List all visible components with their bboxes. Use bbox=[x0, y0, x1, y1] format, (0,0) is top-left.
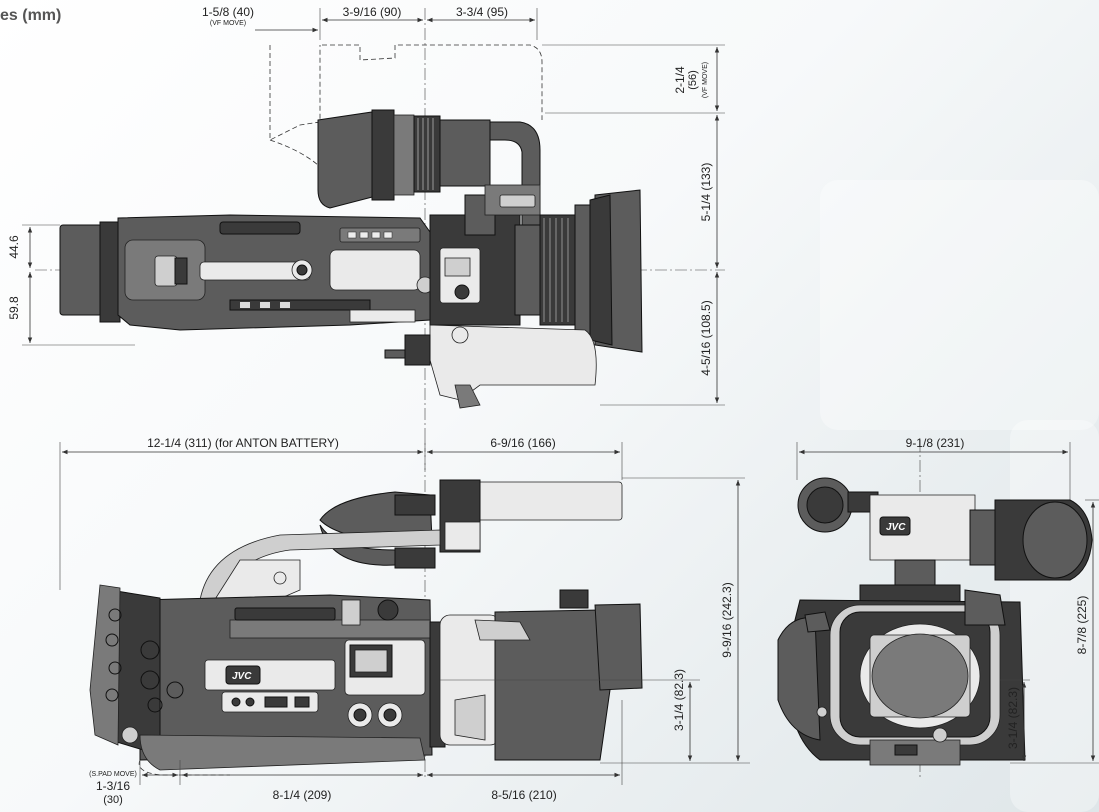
lower-height-label: 4-5/16 (108.5) bbox=[699, 300, 713, 375]
vf-move-height-mm: (56) bbox=[687, 70, 699, 90]
top-view: 1-5/8 (40) (VF MOVE) 3-9/16 (90) 3-3/4 (… bbox=[7, 5, 725, 470]
side-view: 12-1/4 (311) (for ANTON BATTERY) 6-9/16 … bbox=[59, 436, 750, 806]
top-right-width-label: 3-3/4 (95) bbox=[456, 5, 508, 19]
upper-height-label: 5-1/4 (133) bbox=[699, 163, 713, 222]
left-lower-label: 59.8 bbox=[7, 296, 21, 320]
side-axis-height-label: 3-1/4 (82.3) bbox=[672, 669, 686, 731]
side-brand-logo: JVC bbox=[232, 671, 252, 682]
background-panel-right bbox=[820, 180, 1099, 430]
vf-move-width-label: 1-5/8 (40) bbox=[202, 5, 254, 19]
top-left-width-label: 3-9/16 (90) bbox=[343, 5, 402, 19]
front-brand-logo: JVC bbox=[886, 522, 906, 533]
front-length-label: 6-9/16 (166) bbox=[490, 436, 555, 450]
page-heading: es (mm) bbox=[0, 7, 61, 24]
bottom-front-label: 8-5/16 (210) bbox=[491, 788, 556, 802]
rear-length-label: 12-1/4 (311) (for ANTON BATTERY) bbox=[147, 436, 339, 450]
front-axis-height-label: 3-1/4 (82.3) bbox=[1006, 687, 1020, 749]
left-upper-label: 44.6 bbox=[7, 235, 21, 259]
bottom-rear-label: 8-1/4 (209) bbox=[273, 788, 332, 802]
side-total-height-label: 9-9/16 (242.3) bbox=[720, 582, 734, 657]
spad-mm: (30) bbox=[103, 794, 123, 806]
front-width-label: 9-1/8 (231) bbox=[906, 436, 965, 450]
spad-note: (S.PAD MOVE) bbox=[89, 771, 137, 778]
vf-move-width-note: (VF MOVE) bbox=[210, 20, 246, 27]
front-total-height-label: 8-7/8 (225) bbox=[1075, 596, 1089, 655]
spad-value: 1-3/16 bbox=[96, 779, 130, 793]
vf-move-height-note: (VF MOVE) bbox=[702, 62, 709, 98]
front-view: 9-1/8 (231) JVC 3-1/4 (82.3) bbox=[777, 436, 1099, 780]
vf-move-height-label: 2-1/4 bbox=[673, 66, 687, 94]
